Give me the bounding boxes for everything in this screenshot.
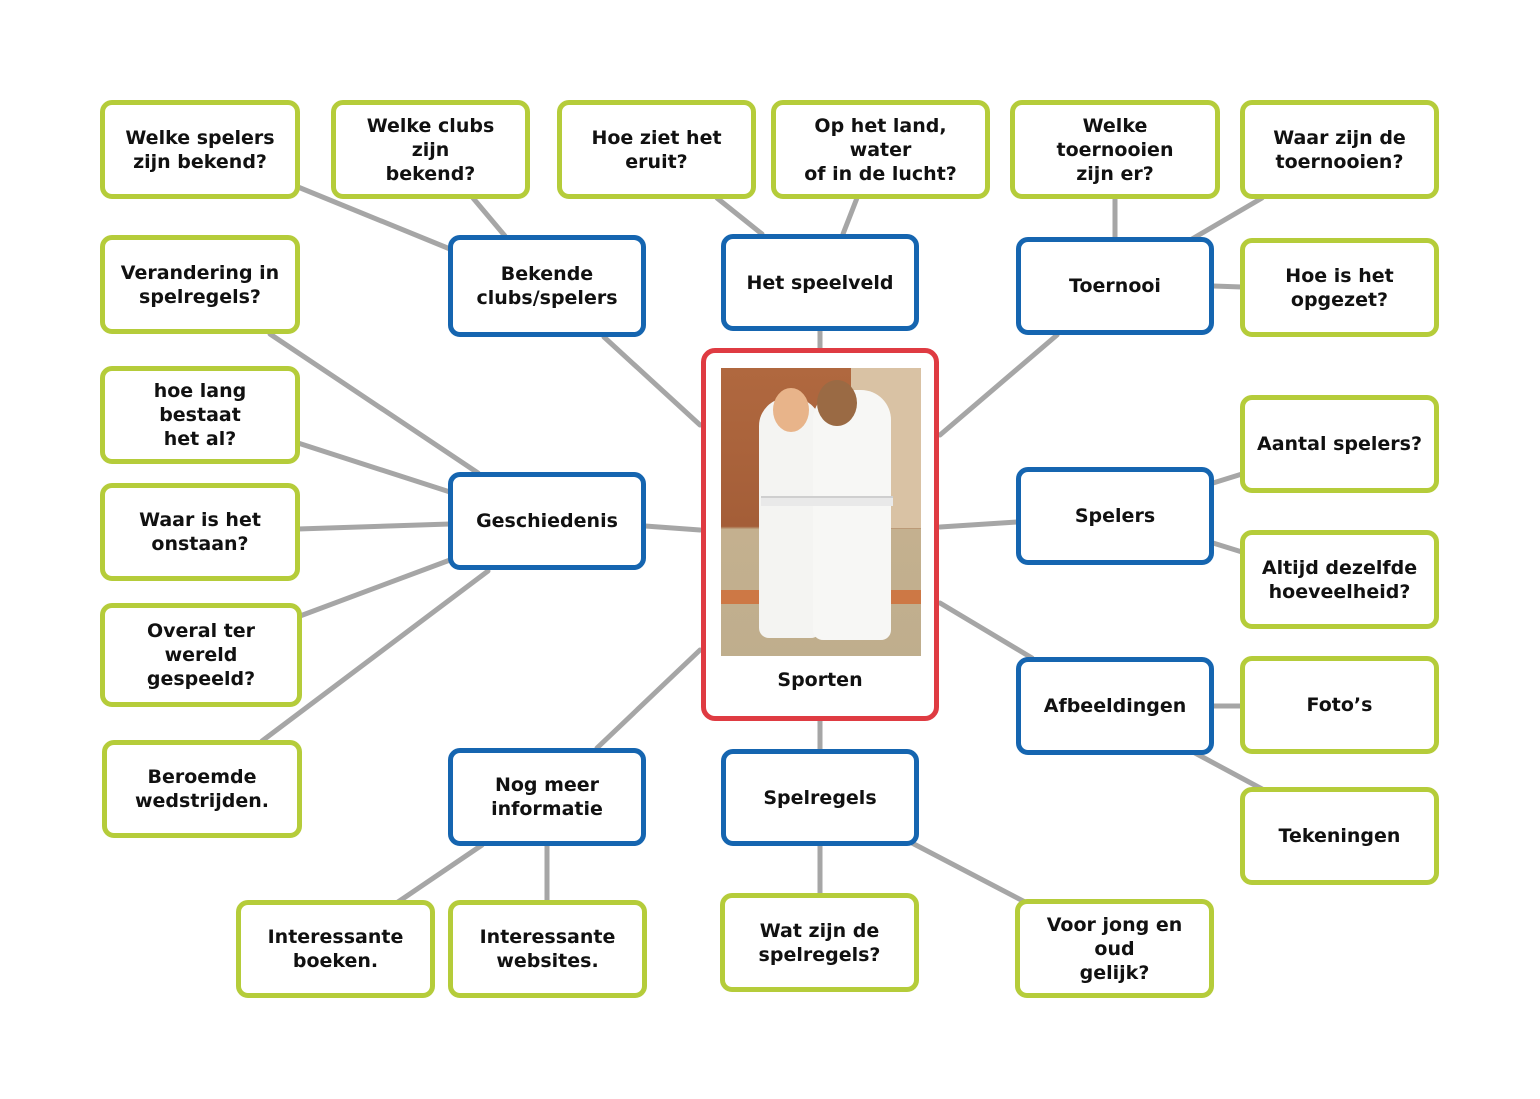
category-toernooi: Toernooi — [1016, 237, 1214, 335]
resource-interessante-boeken: Interessante boeken. — [236, 900, 435, 998]
category-spelers: Spelers — [1016, 467, 1214, 565]
category-geschiedenis: Geschiedenis — [448, 472, 646, 570]
connector — [295, 521, 453, 532]
connector — [1210, 471, 1245, 486]
question-aantal-spelers: Aantal spelers? — [1240, 395, 1439, 493]
question-overal-ter-wereld: Overal ter wereld gespeeld? — [100, 603, 302, 707]
question-hoe-lang-bestaat: hoe lang bestaat het al? — [100, 366, 300, 464]
connector — [937, 332, 1060, 438]
question-wat-zijn-de-spelregels: Wat zijn de spelregels? — [720, 893, 919, 992]
connector — [1210, 540, 1245, 555]
connector — [1210, 283, 1245, 290]
central-topic-card: Sporten — [701, 348, 939, 721]
central-topic-label: Sporten — [777, 669, 863, 691]
category-nog-meer-informatie: Nog meer informatie — [448, 748, 646, 846]
connector — [601, 334, 703, 428]
connector — [295, 440, 453, 495]
question-hoe-ziet-het-eruit: Hoe ziet het eruit? — [557, 100, 756, 199]
connector — [642, 523, 703, 533]
question-welke-spelers: Welke spelers zijn bekend? — [100, 100, 300, 199]
connector — [594, 647, 703, 751]
question-welke-clubs: Welke clubs zijn bekend? — [331, 100, 530, 199]
resource-interessante-websites: Interessante websites. — [448, 900, 647, 998]
category-afbeeldingen: Afbeeldingen — [1016, 657, 1214, 755]
connector — [470, 195, 508, 239]
question-verandering-spelregels: Verandering in spelregels? — [100, 235, 300, 334]
question-waar-toernooien: Waar zijn de toernooien? — [1240, 100, 1439, 199]
question-hoe-is-het-opgezet: Hoe is het opgezet? — [1240, 238, 1439, 337]
question-op-het-land: Op het land, water of in de lucht? — [771, 100, 990, 199]
question-waar-onstaan: Waar is het onstaan? — [100, 483, 300, 581]
connector — [295, 184, 453, 252]
connector — [297, 557, 453, 619]
question-altijd-dezelfde: Altijd dezelfde hoeveelheid? — [1240, 530, 1439, 629]
picture-type-fotos: Foto’s — [1240, 656, 1439, 754]
category-bekende-clubs-spelers: Bekende clubs/spelers — [448, 235, 646, 337]
connector — [395, 842, 485, 905]
connector — [267, 331, 481, 476]
connector — [259, 568, 491, 744]
connector — [937, 519, 1020, 530]
category-spelregels: Spelregels — [721, 749, 919, 846]
connector — [1189, 195, 1265, 242]
question-welke-toernooien: Welke toernooien zijn er? — [1010, 100, 1220, 199]
judo-photo — [721, 368, 921, 656]
connector — [1192, 750, 1265, 792]
question-jong-en-oud: Voor jong en oud gelijk? — [1015, 899, 1214, 998]
connector — [937, 600, 1035, 661]
connector — [840, 195, 860, 237]
category-het-speelveld: Het speelveld — [721, 234, 919, 331]
question-beroemde-wedstrijden: Beroemde wedstrijden. — [102, 740, 302, 838]
connector — [909, 840, 1028, 905]
connector — [714, 195, 765, 237]
picture-type-tekeningen: Tekeningen — [1240, 787, 1439, 885]
